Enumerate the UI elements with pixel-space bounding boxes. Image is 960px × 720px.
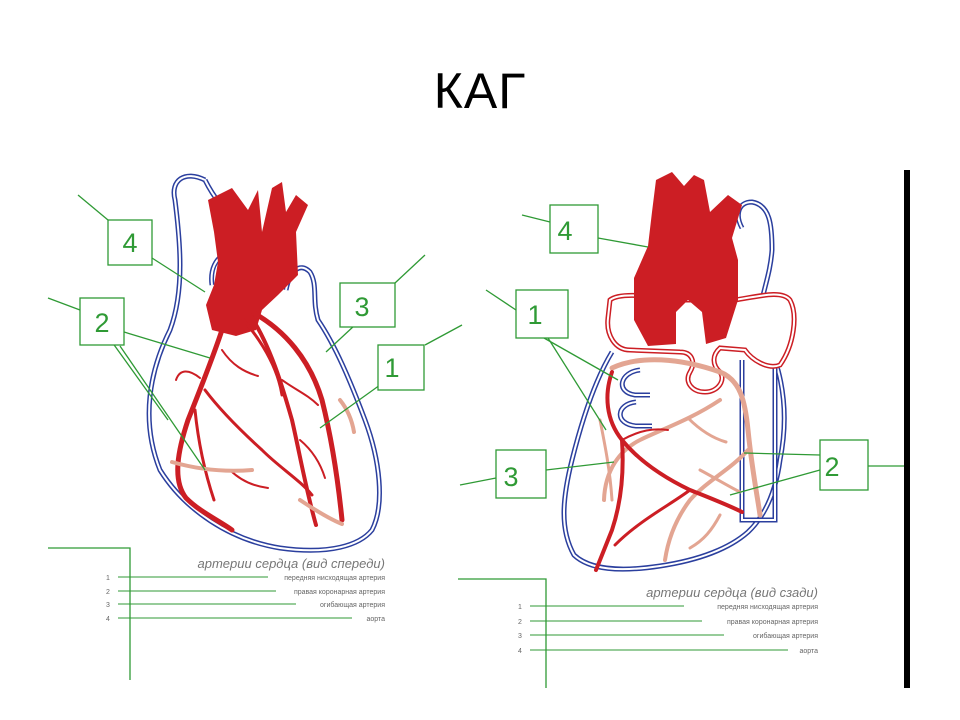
divider-bar [904,170,910,688]
legend-num: 2 [106,589,110,596]
marker-2-posterior: 2 [824,452,839,482]
legend-row: 4 аорта [106,616,385,623]
legend-num: 4 [106,616,110,623]
legend-num: 3 [106,602,110,609]
legend-num: 1 [518,604,522,611]
legend-text: аорта [799,648,818,655]
legend-posterior: 1 передняя нисходящая артерия 2 правая к… [518,604,818,655]
legend-text: передняя нисходящая артерия [717,604,818,611]
marker-3-anterior: 3 [354,292,369,322]
legend-frame-anterior [48,548,130,680]
coronary-arteries-anterior [176,312,342,530]
legend-row: 1 передняя нисходящая артерия [518,604,818,611]
heart-anterior: 4 2 3 1 артерии сердца (вид спереди) 1 п… [48,176,462,680]
legend-row: 3 огибающая артерия [518,632,818,640]
marker-4-posterior: 4 [557,216,572,246]
legend-num: 4 [518,648,522,655]
marker-1-posterior: 1 [527,300,542,330]
marker-3-posterior: 3 [503,462,518,492]
legend-row: 2 правая коронарная артерия [106,589,385,596]
legend-num: 1 [106,575,110,582]
legend-num: 2 [518,619,522,626]
marker-4-anterior: 4 [122,228,137,258]
legend-text: огибающая артерия [753,632,818,640]
caption-anterior: артерии сердца (вид спереди) [198,556,385,571]
legend-text: передняя нисходящая артерия [284,575,385,582]
legend-anterior: 1 передняя нисходящая артерия 2 правая к… [106,575,385,623]
marker-1-anterior: 1 [384,353,399,383]
heart-posterior: 4 1 3 2 артерии сердца (вид сзади) 1 пер… [458,172,905,688]
legend-frame-posterior [458,579,546,688]
marker-2-anterior: 2 [94,308,109,338]
legend-row: 3 огибающая артерия [106,601,385,609]
legend-text: аорта [366,616,385,623]
legend-num: 3 [518,633,522,640]
legend-row: 4 аорта [518,648,818,655]
legend-text: правая коронарная артерия [294,589,385,596]
legend-row: 1 передняя нисходящая артерия [106,575,385,582]
legend-row: 2 правая коронарная артерия [518,619,818,626]
legend-text: правая коронарная артерия [727,619,818,626]
caption-posterior: артерии сердца (вид сзади) [646,585,818,600]
legend-text: огибающая артерия [320,601,385,609]
